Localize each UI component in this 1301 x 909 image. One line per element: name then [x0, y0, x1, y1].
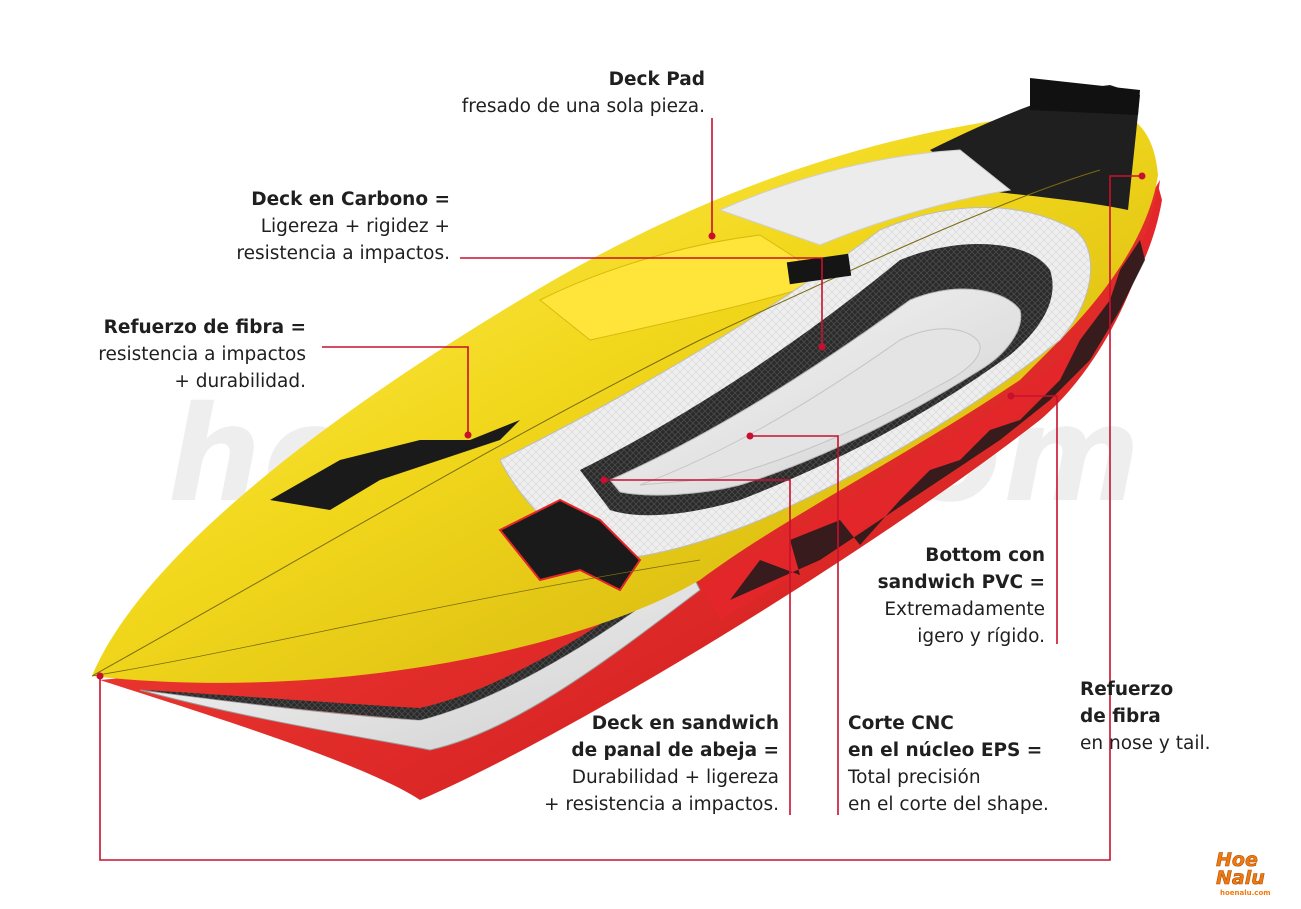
label-bottom-sandwich: Bottom con sandwich PVC = Extremadamente…	[878, 542, 1045, 650]
deck-logo-shape	[270, 420, 520, 510]
logo-line-1: Hoe	[1216, 849, 1258, 871]
label-deck-carbono-text-2: resistencia a impactos.	[236, 243, 450, 264]
label-bottom-text-1: Extremadamente	[884, 599, 1045, 620]
logo-url: hoenalu.com	[1220, 889, 1271, 897]
label-deck-sandwich-title-2: de panal de abeja =	[571, 740, 779, 761]
dot-deck-pad	[708, 232, 716, 240]
board-rail-layers	[139, 569, 701, 751]
label-deck-pad-text: fresado de una sola pieza.	[461, 96, 705, 117]
label-refuerzo-fibra-right: Refuerzo de fibra en nose y tail.	[1080, 676, 1211, 757]
label-refuerzo-right-text: en nose y tail.	[1080, 733, 1211, 754]
label-bottom-text-2: igero y rígido.	[917, 626, 1045, 647]
label-refuerzo-left-text-1: resistencia a impactos	[98, 344, 306, 365]
label-deck-pad: Deck Pad fresado de una sola pieza.	[462, 66, 705, 120]
label-deck-sandwich-text-2: + resistencia a impactos.	[544, 794, 779, 815]
logo-line-2: Nalu	[1216, 867, 1265, 889]
label-deck-carbono-text-1: Ligereza + rigidez +	[260, 216, 450, 237]
label-refuerzo-left-title: Refuerzo de fibra =	[103, 317, 306, 338]
label-corte-cnc-text-2: en el corte del shape.	[848, 794, 1049, 815]
deck-logo-shape-2	[498, 498, 642, 592]
leader-refuerzo-right	[99, 175, 1142, 861]
carbon-panel	[718, 149, 1012, 246]
label-deck-carbono-title: Deck en Carbono =	[251, 189, 450, 210]
label-deck-pad-title: Deck Pad	[608, 69, 705, 90]
stringer-line-2	[91, 559, 701, 677]
leader-deck-carbono	[460, 257, 823, 347]
dot-bottom	[1007, 392, 1015, 400]
stringer-line	[91, 169, 1101, 677]
leader-bottom	[1011, 395, 1058, 644]
leader-dots	[96, 172, 1146, 680]
dot-refuerzo-right-tail	[1138, 172, 1146, 180]
label-refuerzo-fibra-left: Refuerzo de fibra = resistencia a impact…	[98, 314, 306, 395]
dot-refuerzo-right-nose	[96, 672, 104, 680]
leader-lines	[99, 118, 1142, 861]
label-bottom-title-1: Bottom con	[925, 545, 1045, 566]
leader-refuerzo-left	[322, 346, 469, 435]
label-corte-cnc-text-1: Total precisión	[848, 767, 981, 788]
board-side-graphic	[700, 185, 1162, 620]
leader-deck-sandwich	[604, 479, 791, 815]
board-rail-carbon	[145, 562, 690, 720]
dot-deck-carbono	[818, 343, 826, 351]
dot-refuerzo-left	[464, 431, 472, 439]
leader-corte-cnc	[750, 435, 839, 815]
cutaway-core	[639, 328, 981, 486]
label-refuerzo-right-title-2: de fibra	[1080, 706, 1161, 727]
dot-deck-sandwich	[600, 476, 608, 484]
dot-corte-cnc	[746, 432, 754, 440]
label-deck-sandwich-title-1: Deck en sandwich	[591, 713, 779, 734]
label-deck-sandwich-text-1: Durabilidad + ligereza	[571, 767, 779, 788]
vent-plug	[786, 253, 852, 285]
label-deck-sandwich: Deck en sandwich de panal de abeja = Dur…	[544, 710, 779, 818]
hoenalu-logo: Hoe Nalu hoenalu.com	[1212, 848, 1282, 897]
label-corte-cnc-title-2: en el núcleo EPS =	[848, 740, 1043, 761]
label-deck-carbono: Deck en Carbono = Ligereza + rigidez + r…	[236, 186, 450, 267]
label-corte-cnc: Corte CNC en el núcleo EPS = Total preci…	[848, 710, 1049, 818]
label-bottom-title-2: sandwich PVC =	[877, 572, 1045, 593]
label-refuerzo-left-text-2: + durabilidad.	[174, 371, 306, 392]
tail-kick	[1030, 78, 1140, 115]
label-refuerzo-right-title-1: Refuerzo	[1080, 679, 1174, 700]
label-corte-cnc-title-1: Corte CNC	[848, 713, 954, 734]
